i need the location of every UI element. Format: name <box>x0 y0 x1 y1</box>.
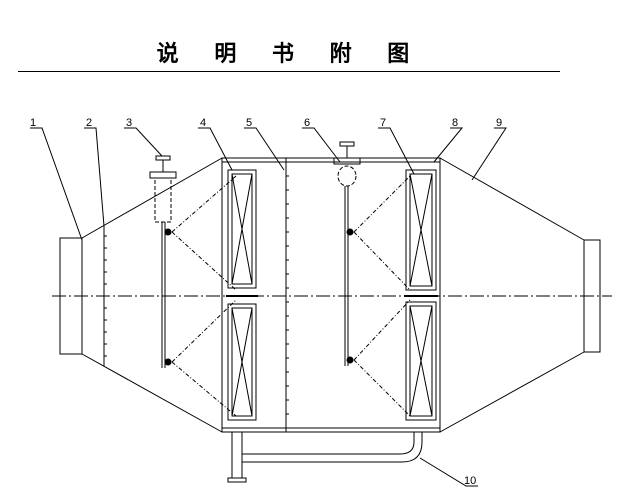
label-9: 9 <box>496 117 502 129</box>
label-4: 4 <box>200 117 206 129</box>
spray-pipe-right <box>333 141 411 417</box>
drain-pipe <box>227 432 423 483</box>
label-1: 1 <box>30 117 36 129</box>
outlet-cone <box>439 157 585 241</box>
label-3: 3 <box>126 117 132 129</box>
filter-module-left <box>226 169 258 421</box>
title-underline <box>18 71 560 72</box>
label-8: 8 <box>452 117 458 129</box>
main-body <box>221 157 441 433</box>
leader-lines <box>30 127 507 487</box>
plate-ticks-middle <box>286 175 289 415</box>
filter-module-right <box>404 169 438 421</box>
label-7: 7 <box>380 117 386 129</box>
plate-ticks-left <box>104 235 107 357</box>
spray-pipe-left <box>149 155 237 417</box>
label-2: 2 <box>86 117 92 129</box>
inlet-cone <box>81 157 223 239</box>
label-10: 10 <box>464 475 476 487</box>
page-title: 说 明 书 附 图 <box>156 41 424 67</box>
label-6: 6 <box>304 117 310 129</box>
label-5: 5 <box>246 117 252 129</box>
